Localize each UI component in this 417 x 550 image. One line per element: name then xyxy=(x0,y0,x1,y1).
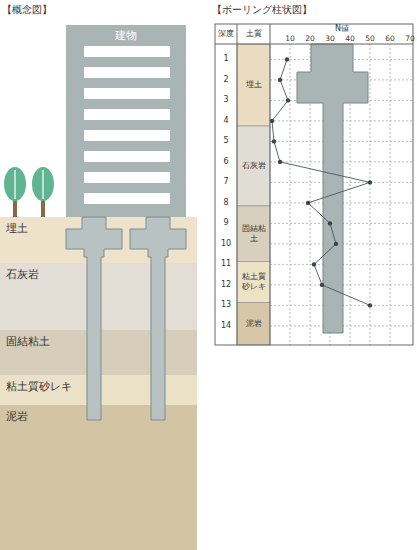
soil-layer-label: 泥岩 xyxy=(6,410,28,423)
boring-table xyxy=(215,24,413,345)
soil-layer: 固結粘土 xyxy=(0,330,197,375)
node-ground xyxy=(237,261,270,302)
building: 建物 xyxy=(66,25,186,217)
soil-layer-label: 固結粘土 xyxy=(6,335,50,348)
soil-band: 石灰岩 xyxy=(237,126,270,206)
node-ground xyxy=(237,44,270,126)
node-ground xyxy=(66,25,186,217)
depth-number: 4 xyxy=(223,117,228,125)
soil-band-label: 埋土 xyxy=(246,80,262,90)
depth-number: 7 xyxy=(223,178,228,186)
soil-band: 固結粘土 xyxy=(237,206,270,261)
axis-tick-label: 60 xyxy=(385,35,395,43)
depth-number: 3 xyxy=(223,96,228,104)
axis-tick-label: 40 xyxy=(345,35,355,43)
tree xyxy=(4,167,54,217)
node-ground xyxy=(0,405,197,550)
column-heading: 土質 xyxy=(246,30,262,38)
depth-number: 8 xyxy=(223,199,228,207)
soil-layer: 泥岩 xyxy=(0,405,197,550)
soil-band: 粘土質砂レキ xyxy=(237,261,270,302)
node-ground xyxy=(237,126,270,206)
soil-band-label: 石灰岩 xyxy=(242,161,266,171)
panel-heading: 【概念図】 xyxy=(2,5,52,15)
soil-band-label: 粘土質砂レキ xyxy=(238,272,269,291)
soil-band: 埋土 xyxy=(237,44,270,126)
depth-number: 9 xyxy=(223,219,228,227)
depth-number: 10 xyxy=(221,240,231,248)
soil-band-label: 固結粘土 xyxy=(238,224,269,243)
depth-number: 6 xyxy=(223,158,228,166)
depth-number: 12 xyxy=(221,281,231,289)
axis-tick-label: 10 xyxy=(285,35,295,43)
column-heading: 深度 xyxy=(218,30,234,38)
soil-layer: 石灰岩 xyxy=(0,263,197,330)
depth-number: 13 xyxy=(221,301,231,309)
axis-tick-label: 30 xyxy=(325,35,335,43)
soil-band-label: 泥岩 xyxy=(246,319,262,329)
depth-number: 1 xyxy=(223,55,228,63)
axis-tick-label: 20 xyxy=(305,35,315,43)
node-ground xyxy=(237,206,270,261)
soil-layer-label: 埋土 xyxy=(6,222,28,235)
building-windows xyxy=(84,46,170,204)
depth-number: 11 xyxy=(221,260,231,268)
soil-layer: 埋土 xyxy=(0,217,197,263)
pile xyxy=(66,217,186,420)
depth-number: 14 xyxy=(221,322,231,330)
depth-number: 5 xyxy=(223,137,228,145)
column-heading: N値 xyxy=(335,25,349,33)
building-label: 建物 xyxy=(115,29,137,42)
soil-layer-label: 石灰岩 xyxy=(6,268,39,281)
axis-tick-label: 70 xyxy=(405,35,415,43)
depth-number: 2 xyxy=(223,76,228,84)
n-value-plot xyxy=(270,57,372,307)
node-ground xyxy=(237,302,270,345)
soil-band: 泥岩 xyxy=(237,302,270,345)
panel-heading: 【ボーリング柱状図】 xyxy=(212,5,312,15)
axis-tick-label: 50 xyxy=(365,35,375,43)
soil-layer-label: 粘土質砂レキ xyxy=(6,380,72,393)
soil-layer: 粘土質砂レキ xyxy=(0,375,197,405)
